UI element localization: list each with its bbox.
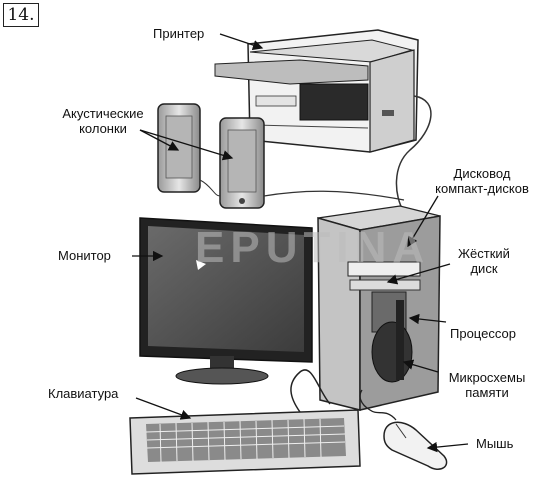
label-memory: Микросхемы памяти (432, 370, 542, 400)
arrow-hard-disk (386, 263, 451, 285)
printer-drawing (214, 29, 432, 213)
label-monitor: Монитор (58, 248, 111, 263)
label-printer: Принтер (153, 26, 205, 41)
arrow-processor (408, 313, 447, 325)
label-hard-disk: Жёсткий диск (444, 246, 524, 276)
label-memory-line1: Микросхемы (448, 370, 526, 385)
label-speakers-line1: Акустические (62, 106, 144, 121)
label-mouse: Мышь (476, 436, 514, 451)
label-memory-line2: памяти (465, 385, 509, 400)
keyboard-drawing (129, 369, 361, 475)
pointer-arrows (132, 33, 469, 453)
arrow-speaker-right (139, 129, 234, 161)
arrow-printer (219, 33, 264, 51)
label-processor: Процессор (450, 326, 516, 341)
label-hard-disk-line2: диск (470, 261, 498, 276)
label-cd-drive-line1: Дисковод (453, 166, 511, 181)
monitor-drawing (139, 217, 313, 385)
arrow-mouse (426, 441, 469, 453)
arrow-cd-drive (407, 195, 439, 248)
label-speakers: Акустические колонки (48, 106, 158, 136)
arrow-keyboard (135, 397, 192, 420)
label-cd-drive: Дисковод компакт-дисков (416, 166, 548, 196)
label-cd-drive-line2: компакт-дисков (435, 181, 529, 196)
label-hard-disk-line1: Жёсткий (458, 246, 510, 261)
system-unit-drawing (317, 205, 441, 411)
arrow-memory (402, 359, 439, 373)
label-speakers-line2: колонки (79, 121, 127, 136)
watermark: EPUTINA (195, 223, 430, 272)
mouse-drawing (359, 389, 448, 470)
label-keyboard: Клавиатура (48, 386, 119, 401)
arrow-speaker-left (139, 129, 180, 151)
figure-number: 14. (3, 3, 39, 27)
